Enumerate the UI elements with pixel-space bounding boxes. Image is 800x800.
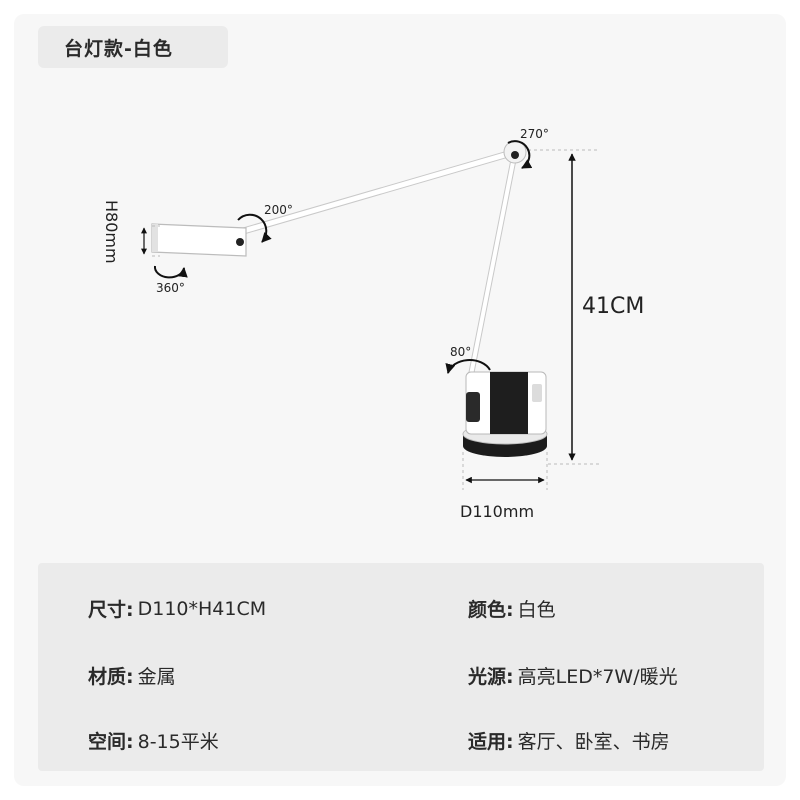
rotation-arrow-head-swivel-icon: [153, 265, 188, 279]
angle-label-base: 80°: [450, 345, 471, 359]
lamp-diagram: 41CM D110mm H80mm 270° 200° 360° 80°: [102, 127, 644, 521]
head-height-label: H80mm: [102, 200, 121, 264]
spec-color: 颜色: 白色: [468, 595, 556, 622]
lamp-base: [462, 371, 548, 457]
base-width-label: D110mm: [460, 502, 534, 521]
spec-size: 尺寸: D110*H41CM: [88, 595, 266, 622]
spec-space-value: 8-15平米: [137, 731, 219, 753]
spec-suitable-value: 客厅、卧室、书房: [517, 731, 670, 753]
spec-material-key: 材质:: [88, 666, 134, 688]
spec-suitable-key: 适用:: [468, 731, 514, 753]
spec-color-key: 颜色:: [468, 599, 514, 621]
upper-arm: [236, 148, 519, 236]
spec-size-value: D110*H41CM: [137, 597, 267, 620]
spec-space: 空间: 8-15平米: [88, 727, 219, 754]
spec-suitable: 适用: 客厅、卧室、书房: [468, 727, 670, 754]
spec-color-value: 白色: [517, 599, 556, 621]
guide-lines: [152, 149, 600, 490]
angle-label-head-joint: 200°: [264, 203, 293, 217]
lamp-head: [151, 223, 247, 257]
spec-space-key: 空间:: [88, 731, 134, 753]
product-title: 台灯款-白色: [38, 26, 228, 68]
spec-panel: 尺寸: D110*H41CM 颜色: 白色 材质: 金属 光源: 高亮LED*7…: [38, 563, 764, 771]
spec-light-source-key: 光源:: [468, 666, 514, 688]
top-joint: [503, 140, 527, 164]
angle-label-top: 270°: [520, 127, 549, 141]
spec-material-value: 金属: [137, 666, 176, 688]
spec-material: 材质: 金属: [88, 662, 176, 689]
angle-label-head-swivel: 360°: [156, 281, 185, 295]
rotation-arrow-top-icon: [507, 140, 533, 169]
spec-light-source: 光源: 高亮LED*7W/暖光: [468, 662, 678, 689]
lower-arm: [467, 149, 518, 383]
spec-size-key: 尺寸:: [88, 599, 134, 621]
rotation-arrow-head-joint-icon: [237, 213, 272, 243]
rotation-arrow-base-icon: [445, 359, 491, 374]
spec-light-source-value: 高亮LED*7W/暖光: [517, 666, 678, 688]
height-label: 41CM: [582, 294, 644, 319]
